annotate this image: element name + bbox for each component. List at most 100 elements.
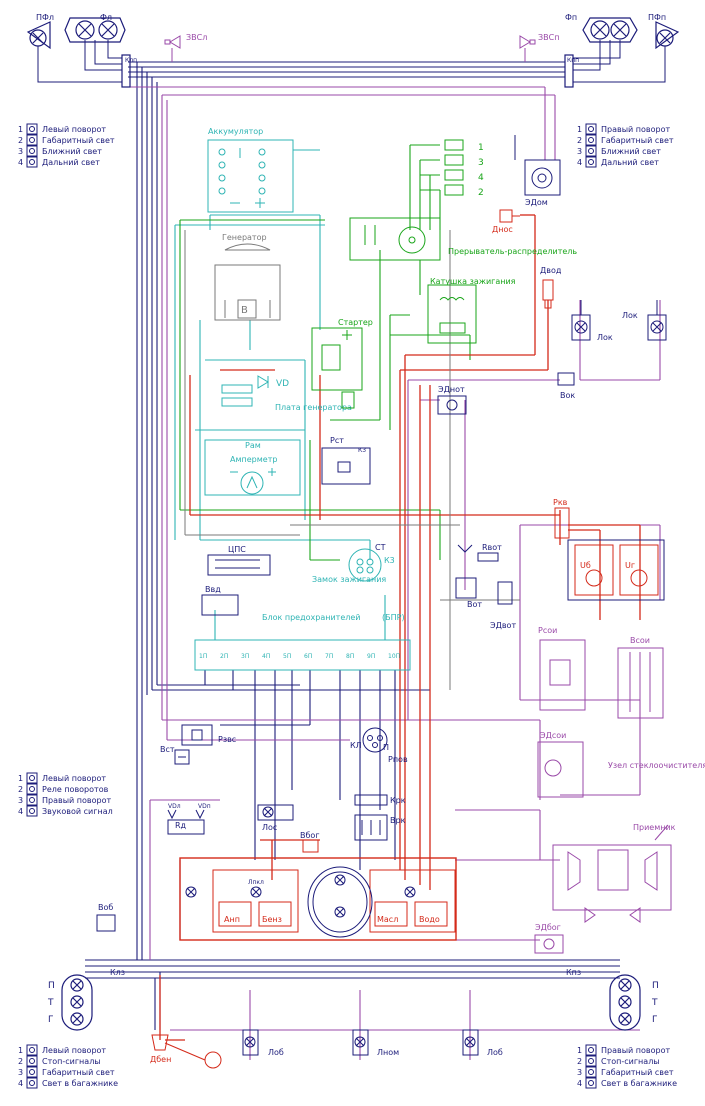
rear-right-letter-t: Т (651, 998, 658, 1008)
legend-row: 3 Ближний свет (577, 145, 661, 157)
svg-text:2: 2 (577, 136, 582, 145)
fuse-list: 1П 2П 3П 4П 5П 6П 7П 8П 9П 10П (199, 653, 400, 660)
legend-rear-left: 1 Левый поворот 2 Стоп-сигналы 3 Габарит… (18, 1044, 118, 1089)
fuse-label: 3П (241, 653, 249, 660)
svg-text:1: 1 (18, 774, 23, 783)
svg-text:Габаритный свет: Габаритный свет (42, 1068, 115, 1077)
legend-front-right: 1 Правый поворот 2 Габаритный свет 3 Бли… (577, 123, 674, 168)
svg-text:4: 4 (18, 1079, 23, 1088)
rear-left-letter-g: Г (48, 1015, 54, 1025)
vd-left-label: VDл (168, 803, 181, 810)
firing-order-1: 1 (478, 143, 484, 153)
st-label: СТ (375, 543, 386, 552)
horn-left-label: ЗВСл (186, 33, 207, 42)
svg-text:Свет в багажнике: Свет в багажнике (601, 1079, 677, 1088)
distributor-label: Прерыватель-распределитель (448, 247, 577, 256)
svg-text:Звуковой сигнал: Звуковой сигнал (42, 807, 113, 816)
rst-relay (321, 447, 371, 485)
distributor (349, 139, 464, 261)
vd-right-label: VDп (198, 803, 211, 810)
svg-text:1: 1 (577, 125, 582, 134)
svg-text:1: 1 (18, 1046, 23, 1055)
ignition-coil-label: Катушка зажигания (430, 277, 516, 286)
svg-text:3: 3 (18, 796, 23, 805)
svg-text:Габаритный свет: Габаритный свет (601, 136, 674, 145)
connector-front-left-label: Клп (125, 57, 137, 64)
ammeter-label: Амперметр (230, 455, 277, 464)
rvot-resistor (457, 544, 499, 562)
dben-label: Дбен (150, 1055, 171, 1064)
headlight-left-label: Фл (100, 13, 112, 22)
fuse-label: 6П (304, 653, 312, 660)
fuse-label: 1П (199, 653, 207, 660)
rzvs-relay (181, 724, 213, 746)
svg-text:Стоп-сигналы: Стоп-сигналы (42, 1057, 101, 1066)
lok-right-label: Лок (622, 311, 638, 320)
legend-row: 4 Дальний свет (18, 156, 100, 168)
legend-row: 1 Правый поворот (577, 1044, 670, 1056)
dnos-sensor-icon (499, 209, 520, 223)
lok-left-label: Лок (597, 333, 613, 342)
firing-order-2: 3 (478, 158, 484, 168)
starter (311, 327, 363, 409)
lob-left-label: Лоб (268, 1048, 284, 1057)
legend-row: 1 Левый поворот (18, 772, 106, 784)
gauge-masl-label: Масл (377, 915, 398, 924)
svg-text:В: В (241, 305, 248, 316)
connector-rear-left-label: Клз (110, 968, 125, 977)
headlight-left-turn-label: ПФл (36, 13, 54, 22)
dvod-label: Двод (540, 266, 562, 275)
left-head-lamp-icon (75, 20, 95, 40)
fuse-label: 4П (262, 653, 270, 660)
svg-text:Стоп-сигналы: Стоп-сигналы (601, 1057, 660, 1066)
vob-label: Воб (98, 903, 113, 912)
gen-plate-label: Плата генератора (275, 403, 352, 412)
generator: В (214, 243, 281, 321)
connector-rear-right-label: Кпз (566, 968, 581, 977)
ammeter-block (204, 439, 301, 496)
svg-text:4: 4 (577, 158, 582, 167)
starter-label: Стартер (338, 318, 373, 327)
svg-text:Левый поворот: Левый поворот (42, 774, 106, 783)
legend-row: 1 Левый поворот (18, 1044, 106, 1056)
front-right-lights (564, 17, 680, 88)
vsoi-label: Всои (630, 636, 650, 645)
dnos-label: Днос (492, 225, 513, 234)
headlight-right-turn-label: ПФп (648, 13, 666, 22)
headlight-right-label: Фп (565, 13, 577, 22)
fuse-block (194, 639, 411, 671)
svg-text:2: 2 (18, 136, 23, 145)
legend-front-left: 1 Левый поворот 2 Габаритный свет 3 Ближ… (18, 123, 115, 168)
ednot-label: ЭДнот (438, 385, 465, 394)
svg-text:2: 2 (18, 785, 23, 794)
svg-text:Ближний свет: Ближний свет (42, 147, 102, 156)
los-lamp (257, 804, 294, 821)
lob-right-label: Лоб (487, 1048, 503, 1057)
battery-label: Аккумулятор (208, 127, 263, 136)
ignition-k3-label: К3 (384, 556, 395, 565)
vbog-switch (302, 839, 319, 853)
legend-row: 4 Звуковой сигнал (18, 805, 113, 817)
svg-text:2: 2 (577, 1057, 582, 1066)
svg-text:Дальний свет: Дальний свет (42, 158, 100, 167)
legend-row: 3 Правый поворот (18, 794, 111, 806)
front-wiring-to-lights (37, 40, 666, 83)
fuse-label: 9П (367, 653, 375, 660)
horn-right-icon (519, 35, 536, 62)
vbog-label: Вбог (300, 831, 320, 840)
svg-text:3: 3 (577, 147, 582, 156)
edsoi-label: ЭДсои (540, 731, 566, 740)
edom-label: ЭДом (525, 198, 548, 207)
gauge-anp-label: Анп (224, 915, 240, 924)
cps-block (201, 554, 271, 616)
firing-order-3: 4 (478, 173, 484, 183)
rd-label: Rд (175, 821, 187, 830)
svg-text:Реле поворотов: Реле поворотов (42, 785, 109, 794)
rzvs-label: Рзвс (218, 735, 236, 744)
legend-row: 2 Стоп-сигналы (18, 1055, 101, 1067)
ammeter-icon (240, 471, 264, 495)
cyan-wires (174, 214, 386, 640)
voltmeter-block (567, 539, 665, 601)
edbog-motor (534, 934, 564, 954)
ram-label: Рам (245, 441, 261, 450)
